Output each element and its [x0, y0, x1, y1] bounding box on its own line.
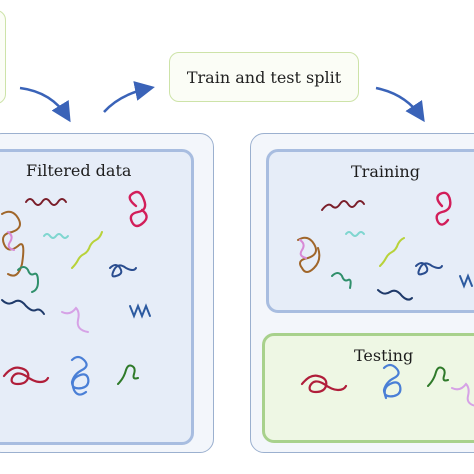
train-test-split-label: Train and test split — [186, 67, 342, 87]
sequence-squiggles-filtered — [1, 190, 151, 396]
filtered-data-box — [0, 149, 194, 445]
train-test-split-box: Train and test split — [169, 52, 359, 102]
testing-title: Testing — [354, 346, 414, 365]
arrow-icon — [103, 81, 155, 113]
training-title: Training — [351, 162, 420, 181]
arrow-icon — [375, 86, 425, 123]
training-box — [266, 149, 474, 313]
testing-box — [262, 333, 474, 443]
sequence-squiggles-training — [297, 191, 473, 301]
sequence-squiggles-testing — [300, 363, 474, 407]
arrow-icon — [19, 86, 71, 123]
filtered-data-title: Filtered data — [26, 161, 132, 180]
